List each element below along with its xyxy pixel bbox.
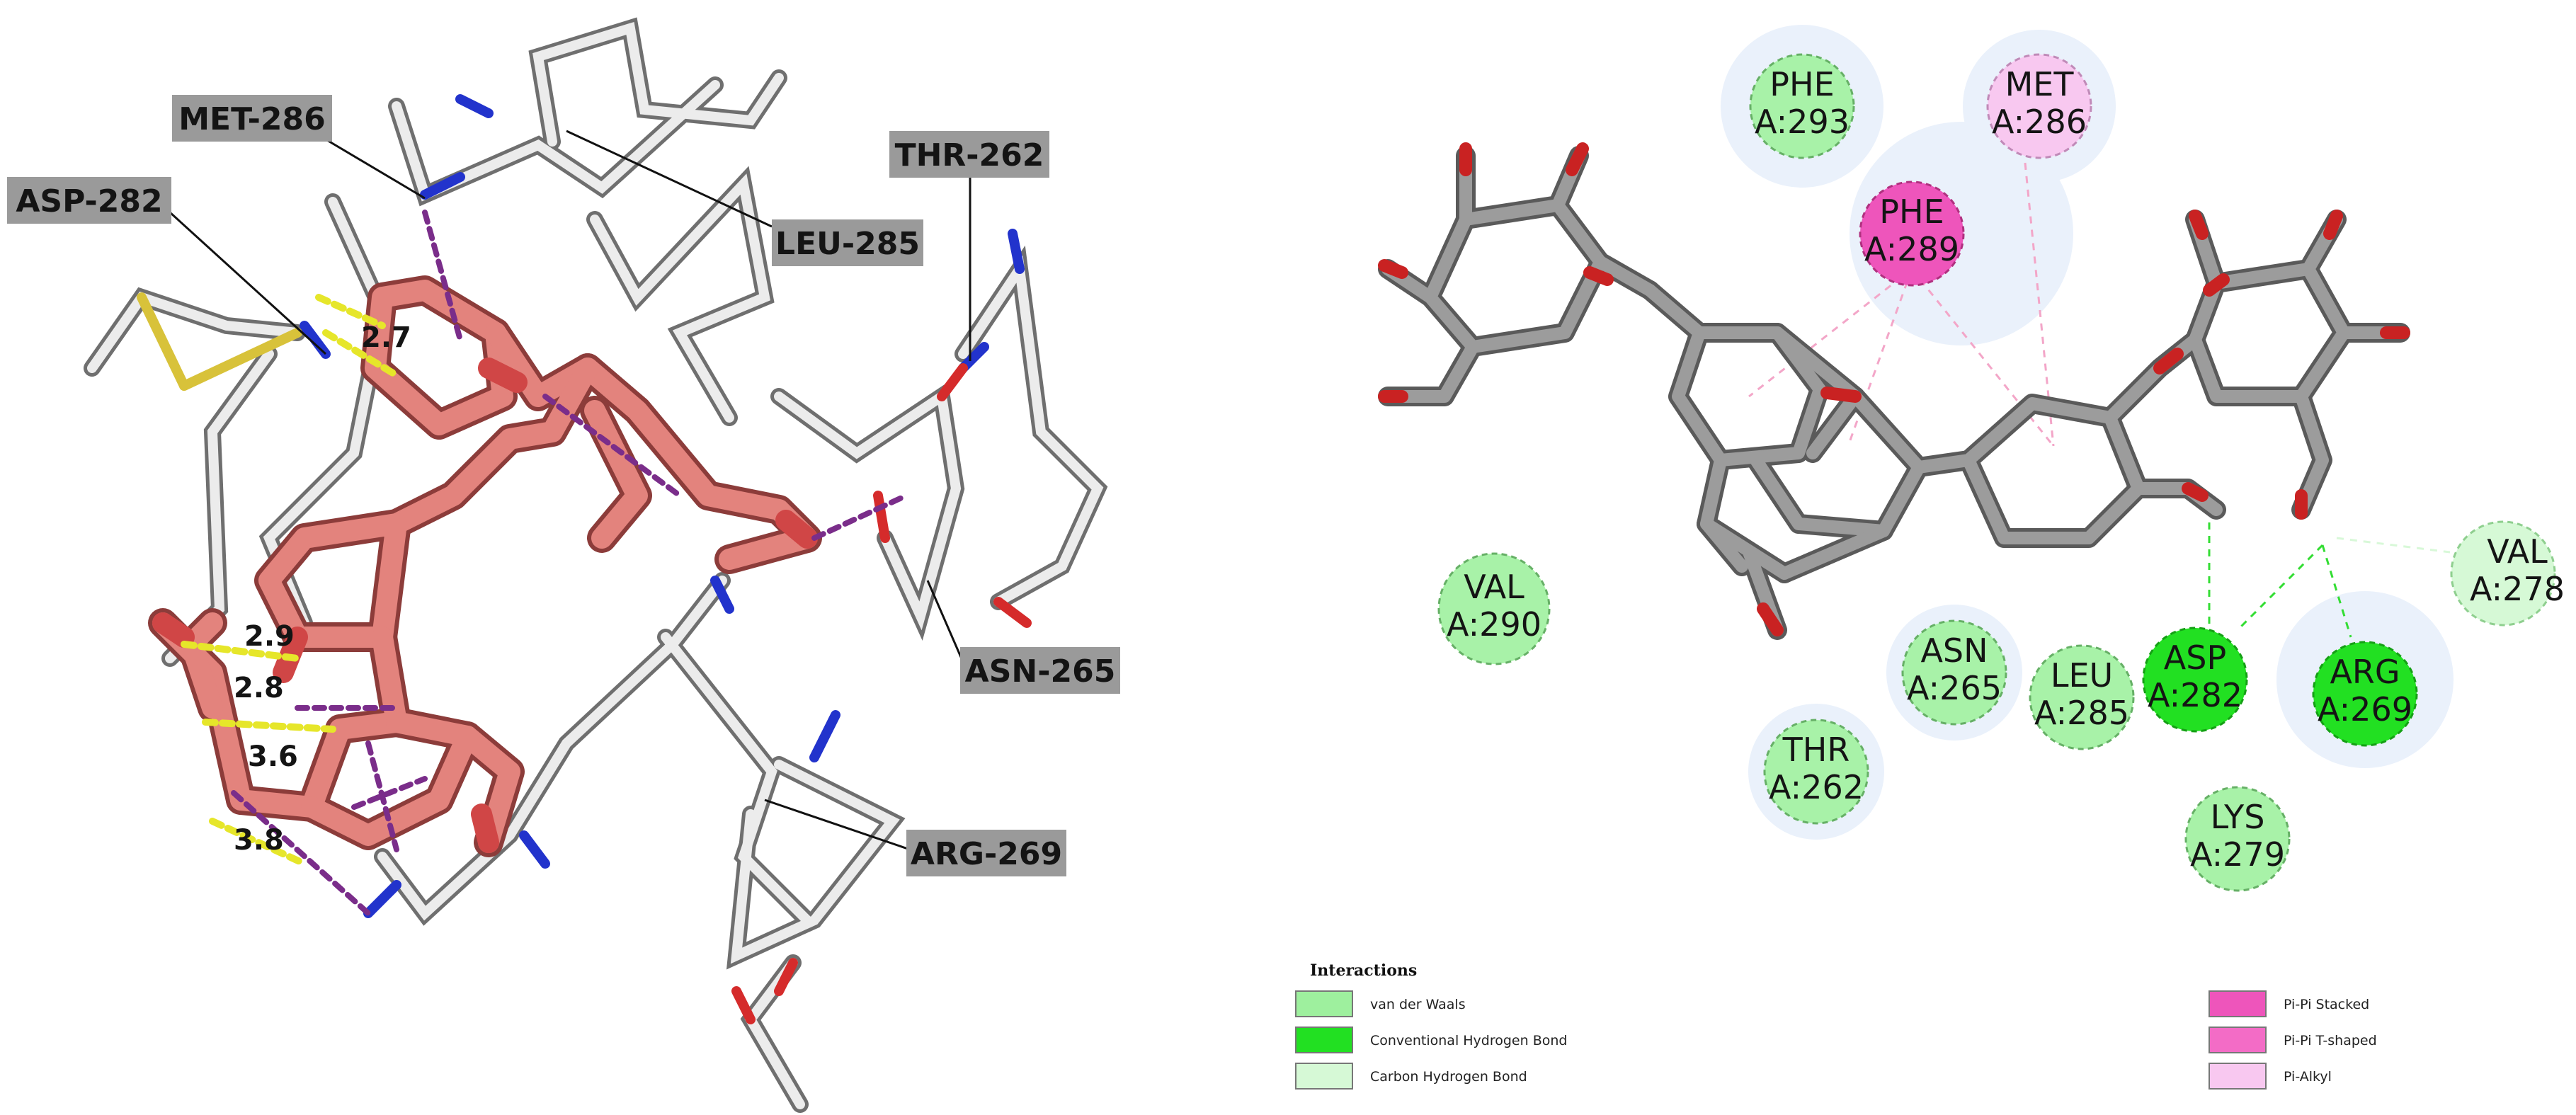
residue-name: ASP (2164, 639, 2226, 677)
legend-label: Pi-Pi T-shaped (2284, 1033, 2377, 1048)
residue-bubble-leu285: LEU A:285 (2029, 644, 2135, 750)
interaction-lines (1748, 162, 2451, 638)
residue-id: A:285 (2034, 694, 2129, 732)
residue-bubble-phe289: PHE A:289 (1859, 181, 1965, 287)
residue-bubble-asn265: ASN A:265 (1901, 619, 2007, 726)
residue-label-text: MET-286 (178, 101, 326, 137)
residue-label-text: THR-262 (895, 137, 1044, 173)
residue-name: MET (2005, 65, 2075, 103)
legend-swatch (2209, 1027, 2267, 1053)
residue-id: A:289 (1864, 230, 1959, 268)
distance-label: 2.7 (361, 321, 411, 354)
residue-name: PHE (1769, 65, 1834, 103)
left-3d-pose-panel: 2.9 2.8 3.6 3.8 2.7 MET-286 ASP-282 THR-… (7, 17, 1120, 1113)
residue-id: A:290 (1447, 605, 1541, 644)
residue-name: THR (1782, 731, 1850, 769)
legend-label: Carbon Hydrogen Bond (1370, 1069, 1527, 1085)
interactions-legend: Interactions van der Waals Conventional … (1295, 961, 2377, 1090)
residue-id: A:279 (2190, 835, 2285, 874)
legend-item-pi-pi-stacked: Pi-Pi Stacked (2209, 990, 2369, 1017)
residue-id: A:265 (1907, 669, 2002, 707)
legend-item-carbon-hbond: Carbon Hydrogen Bond (1295, 1063, 1527, 1090)
legend-label: Conventional Hydrogen Bond (1370, 1033, 1567, 1048)
residue-id: A:278 (2470, 570, 2565, 608)
residue-label-text: LEU-285 (775, 226, 920, 262)
residue-name: VAL (1464, 568, 1524, 606)
legend-label: Pi-Pi Stacked (2284, 997, 2369, 1012)
residue-bubble-val278: VAL A:278 (2450, 520, 2565, 627)
legend-label: van der Waals (1370, 997, 1466, 1012)
legend-item-conventional-hbond: Conventional Hydrogen Bond (1295, 1027, 1567, 1053)
legend-title: Interactions (1310, 961, 1417, 980)
legend-swatch (1295, 990, 1353, 1017)
label-leader-lines (169, 130, 971, 851)
legend-swatch (2209, 990, 2267, 1017)
residue-bubble-asp282: ASP A:282 (2142, 627, 2248, 733)
residue-id: A:293 (1755, 103, 1850, 141)
distance-labels: 2.9 2.8 3.6 3.8 2.7 (234, 321, 411, 857)
legend-swatch (2209, 1063, 2267, 1090)
residue-label-met286: MET-286 (172, 95, 332, 142)
residue-id: A:269 (2318, 690, 2412, 728)
residue-name: VAL (2487, 532, 2548, 571)
residue-bubble-lys279: LYS A:279 (2184, 786, 2291, 892)
distance-label: 2.8 (234, 672, 284, 704)
residue-label-text: ASP-282 (16, 183, 162, 219)
residue-id: A:262 (1769, 768, 1864, 806)
residue-label-asp282: ASP-282 (7, 177, 171, 224)
residue-name: ARG (2330, 653, 2400, 691)
residue-bubble-thr262: THR A:262 (1763, 719, 1869, 825)
legend-swatch (1295, 1063, 1353, 1090)
residue-name: ASN (1920, 631, 1988, 670)
residue-bubble-phe293: PHE A:293 (1749, 53, 1855, 159)
legend-label: Pi-Alkyl (2284, 1069, 2332, 1085)
legend-item-van-der-waals: van der Waals (1295, 990, 1466, 1017)
residue-label-thr262: THR-262 (889, 131, 1049, 178)
protein-sticks (84, 17, 1108, 1113)
residue-bubble-met286: MET A:286 (1986, 53, 2092, 159)
ligand-2d (1378, 142, 2410, 640)
residue-bubble-val290: VAL A:290 (1437, 552, 1551, 665)
residue-name: PHE (1879, 193, 1944, 231)
interaction-dashes (181, 210, 909, 916)
right-2d-diagram-panel: PHE A:293 MET A:286 PHE A:289 VAL A:290 … (1295, 25, 2565, 1090)
residue-id: A:286 (1992, 103, 2087, 141)
legend-swatch (1295, 1027, 1353, 1053)
residue-name: LEU (2051, 656, 2113, 694)
distance-label: 2.9 (244, 620, 295, 653)
residue-label-leu285: LEU-285 (772, 219, 923, 266)
residue-label-text: ASN-265 (965, 653, 1116, 690)
distance-label: 3.6 (248, 741, 298, 773)
legend-item-pi-alkyl: Pi-Alkyl (2209, 1063, 2332, 1090)
residue-label-asn265: ASN-265 (960, 647, 1120, 694)
legend-item-pi-pi-t-shaped: Pi-Pi T-shaped (2209, 1027, 2377, 1053)
residue-id: A:282 (2148, 676, 2242, 714)
distance-label: 3.8 (234, 824, 284, 857)
residue-name: LYS (2211, 798, 2265, 836)
residue-label-text: ARG-269 (911, 836, 1062, 872)
residue-bubble-arg269: ARG A:269 (2312, 641, 2418, 747)
residue-label-arg269: ARG-269 (906, 830, 1066, 876)
